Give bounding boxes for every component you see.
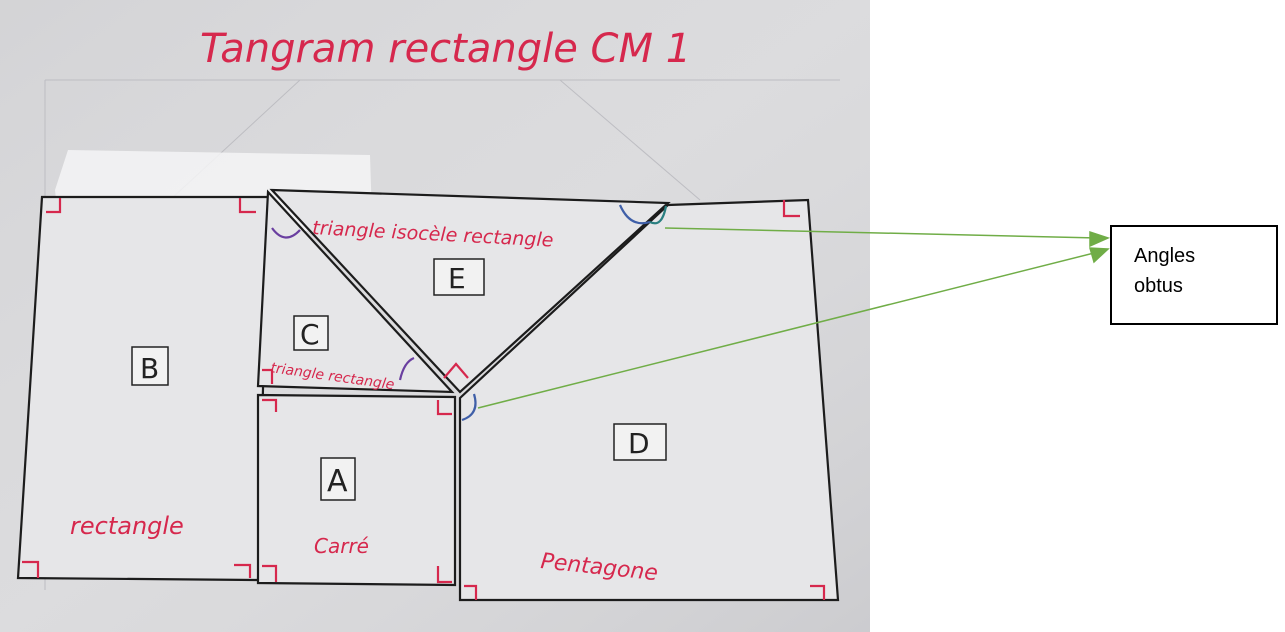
- label-c: C: [300, 318, 320, 351]
- label-e: E: [448, 262, 466, 295]
- piece-a: [256, 393, 457, 587]
- label-a: A: [327, 464, 348, 499]
- name-b: rectangle: [70, 512, 184, 540]
- angle-arcs: [271, 204, 668, 422]
- label-b: B: [140, 352, 159, 385]
- piece-labels: B C E A D: [131, 258, 667, 501]
- photo-title: Tangram rectangle CM 1: [200, 26, 691, 72]
- tangram-pieces: [16, 188, 840, 602]
- name-a: Carré: [314, 534, 369, 558]
- right-angle-markers: [22, 198, 826, 600]
- callout-arrows: [477, 227, 1111, 409]
- callout-box: Angles obtus: [1110, 225, 1278, 325]
- label-d: D: [628, 427, 650, 460]
- piece-d: [458, 198, 840, 602]
